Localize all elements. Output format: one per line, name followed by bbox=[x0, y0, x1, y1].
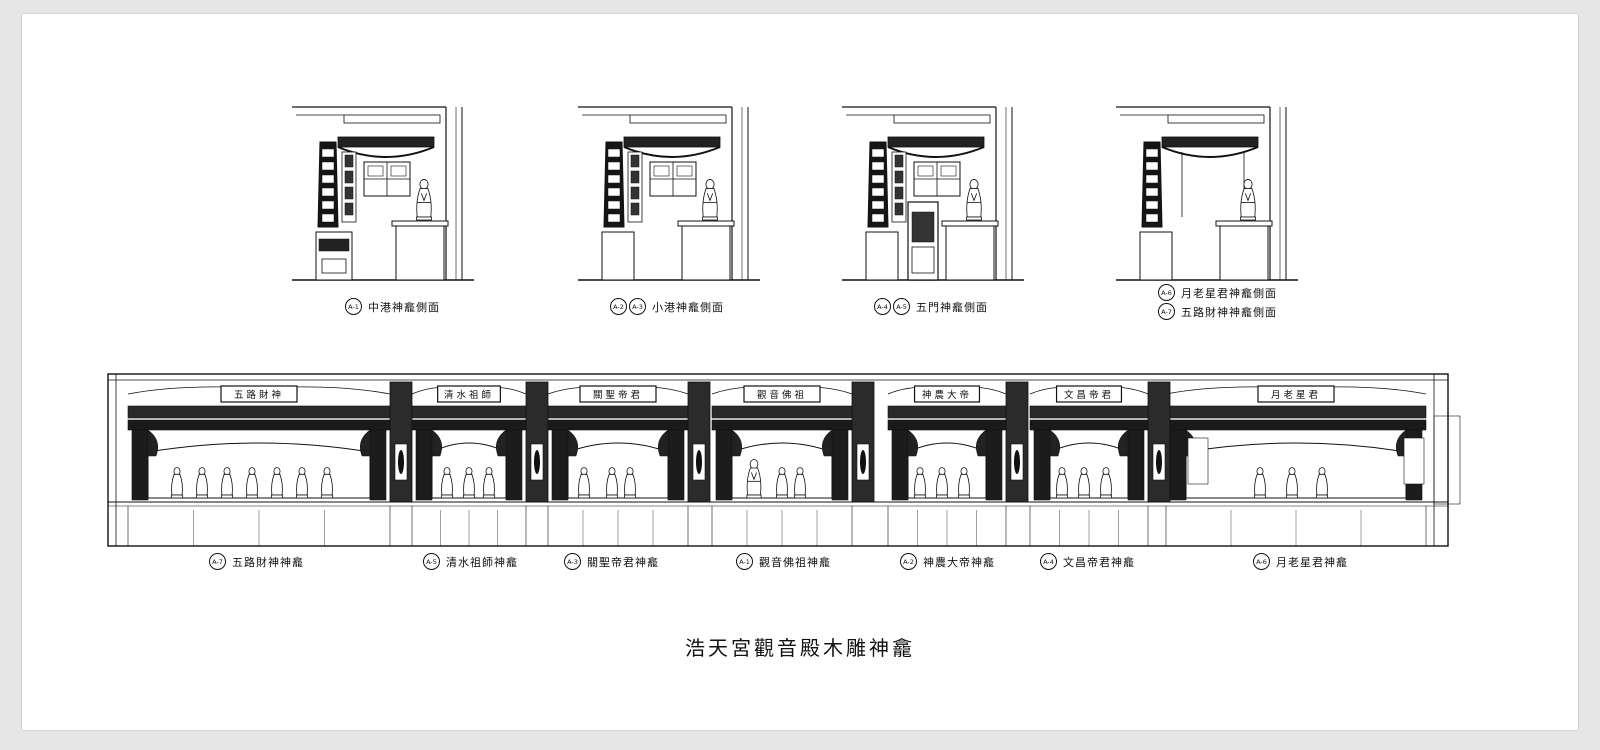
caption-front-a2: A-2 神農大帝神龕 bbox=[900, 553, 995, 570]
statue-figure bbox=[1253, 467, 1267, 499]
statue-figure bbox=[416, 179, 432, 221]
caption-side-a7: A-7 五路財神神龕側面 bbox=[1158, 303, 1277, 320]
statue-figure bbox=[623, 467, 637, 499]
side-elevation-a2 bbox=[578, 106, 760, 281]
shrine-cabinet: 神農大帝 bbox=[887, 385, 1007, 546]
drawing-title: 浩天宮觀音殿木雕神龕 bbox=[685, 636, 915, 660]
statue-figure bbox=[1315, 467, 1329, 499]
shrine-plaque-text: 五路財神 bbox=[234, 389, 284, 401]
statue-figure bbox=[793, 467, 807, 499]
front-elevation-view: 五路財神 清水祖師 關聖帝君 觀音佛祖 神農大帝 文昌帝君 月老星君 bbox=[107, 373, 1461, 547]
statue-figure bbox=[1240, 179, 1256, 221]
statue-figure bbox=[775, 467, 789, 499]
cabinet-divider bbox=[1005, 381, 1029, 503]
shrine-plaque-text: 觀音佛祖 bbox=[757, 389, 807, 401]
code-badge: A-3 bbox=[629, 298, 646, 315]
statue-figure bbox=[1055, 467, 1069, 499]
statue-figure bbox=[295, 467, 309, 499]
caption-front-a7: A-7 五路財神神龕 bbox=[209, 553, 304, 570]
statue-figure bbox=[482, 467, 496, 499]
statue-figure bbox=[957, 467, 971, 499]
statue-figure bbox=[966, 179, 982, 221]
caption-front-a1: A-1 觀音佛祖神龕 bbox=[736, 553, 831, 570]
statue-figure bbox=[1285, 467, 1299, 499]
caption-side-a2-a3: A-2 A-3 小港神龕側面 bbox=[610, 298, 724, 315]
shrine-cabinet: 文昌帝君 bbox=[1029, 385, 1149, 546]
statue-figure bbox=[1099, 467, 1113, 499]
statue-figure bbox=[577, 467, 591, 499]
shrine-plaque-text: 月老星君 bbox=[1271, 389, 1321, 401]
code-badge: A-4 bbox=[1040, 553, 1057, 570]
statue-figure bbox=[195, 467, 209, 499]
shrine-plaque-text: 清水祖師 bbox=[444, 389, 494, 401]
statue-figure bbox=[170, 467, 184, 499]
code-badge: A-1 bbox=[736, 553, 753, 570]
code-badge: A-1 bbox=[345, 298, 362, 315]
cabinet-divider bbox=[1147, 381, 1171, 503]
statue-figure bbox=[245, 467, 259, 499]
caption-side-a4-a5: A-4 A-5 五門神龕側面 bbox=[874, 298, 988, 315]
shrine-plaque-text: 神農大帝 bbox=[922, 389, 972, 401]
caption-front-a4: A-4 文昌帝君神龕 bbox=[1040, 553, 1135, 570]
code-badge: A-5 bbox=[423, 553, 440, 570]
statue-figure bbox=[462, 467, 476, 499]
caption-front-a5: A-5 清水祖師神龕 bbox=[423, 553, 518, 570]
code-badge: A-3 bbox=[564, 553, 581, 570]
statue-figure bbox=[935, 467, 949, 499]
statue-figure bbox=[440, 467, 454, 499]
side-elevation-a1 bbox=[292, 106, 474, 281]
cabinet-divider bbox=[687, 381, 711, 503]
caption-side-a1: A-1 中港神龕側面 bbox=[345, 298, 440, 315]
statue-figure bbox=[605, 467, 619, 499]
code-badge: A-2 bbox=[900, 553, 917, 570]
code-badge: A-2 bbox=[610, 298, 627, 315]
statue-figure bbox=[913, 467, 927, 499]
elevation-drawing: 五路財神 清水祖師 關聖帝君 觀音佛祖 神農大帝 文昌帝君 月老星君 bbox=[107, 106, 1461, 547]
statue-figure bbox=[270, 467, 284, 499]
code-badge: A-6 bbox=[1253, 553, 1270, 570]
statue-figure bbox=[702, 179, 718, 221]
code-badge: A-4 bbox=[874, 298, 891, 315]
shrine-cabinet: 清水祖師 bbox=[411, 385, 527, 546]
side-elevation-views bbox=[292, 106, 1298, 281]
shrine-plaque-text: 文昌帝君 bbox=[1064, 389, 1114, 401]
cabinet-divider bbox=[389, 381, 413, 503]
side-elevation-a4 bbox=[842, 106, 1024, 281]
statue-figure bbox=[320, 467, 334, 499]
shrine-plaque-text: 關聖帝君 bbox=[593, 389, 643, 401]
code-badge: A-7 bbox=[209, 553, 226, 570]
code-badge: A-7 bbox=[1158, 303, 1175, 320]
code-badge: A-6 bbox=[1158, 284, 1175, 301]
caption-side-a6: A-6 月老星君神龕側面 bbox=[1158, 284, 1277, 301]
shrine-cabinet: 觀音佛祖 bbox=[711, 385, 853, 546]
caption-front-a6: A-6 月老星君神龕 bbox=[1253, 553, 1348, 570]
cabinet-divider bbox=[851, 381, 875, 503]
side-elevation-a6 bbox=[1116, 106, 1298, 281]
shrine-cabinet: 關聖帝君 bbox=[547, 385, 689, 546]
cabinet-divider bbox=[525, 381, 549, 503]
drawing-sheet: 五路財神清水祖師關聖帝君觀音佛祖神農大帝文昌帝君月老星君 A-1 中港神龕側面 … bbox=[22, 14, 1578, 730]
statue-figure bbox=[220, 467, 234, 499]
statue-figure bbox=[746, 459, 762, 499]
statue-figure bbox=[1077, 467, 1091, 499]
caption-front-a3: A-3 關聖帝君神龕 bbox=[564, 553, 659, 570]
code-badge: A-5 bbox=[893, 298, 910, 315]
shrine-cabinet: 五路財神 bbox=[127, 385, 391, 546]
